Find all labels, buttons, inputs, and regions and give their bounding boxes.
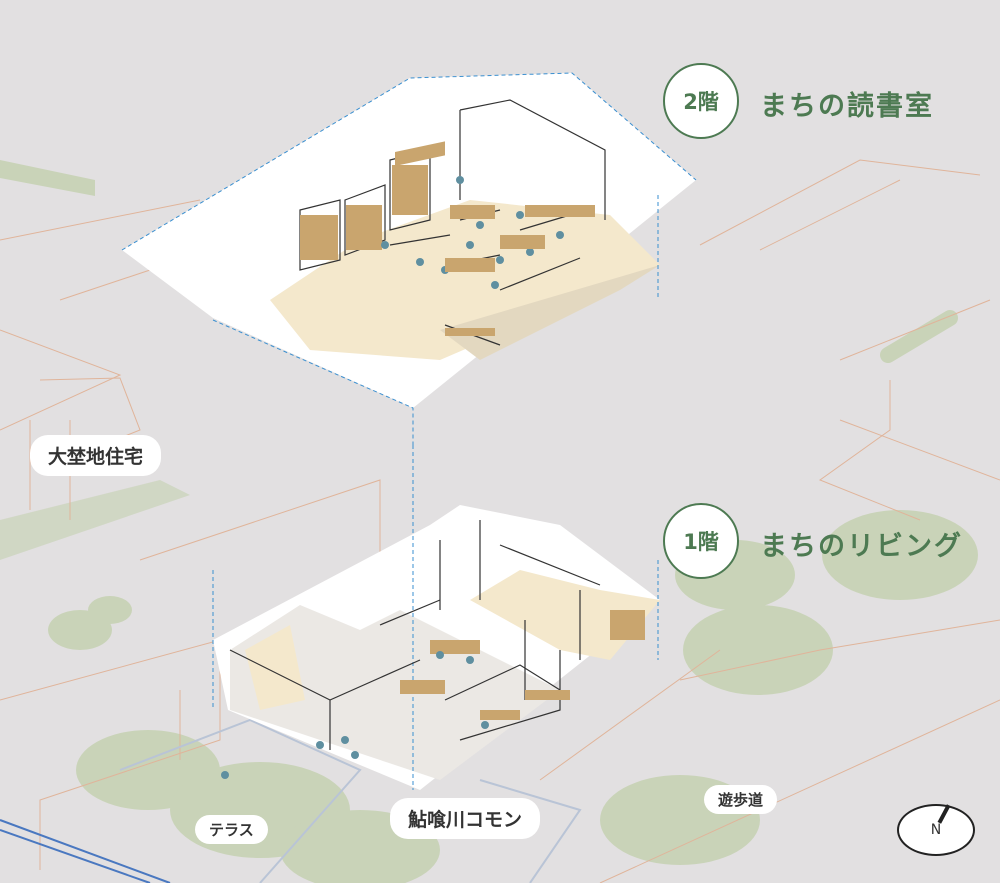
lawn-areas	[0, 160, 978, 883]
path-lines	[119, 718, 582, 883]
floor-1-title: まちのリビング	[760, 531, 963, 562]
residence-label: 大埜地住宅	[30, 435, 162, 476]
blue-path	[0, 819, 171, 883]
floor-2-badge: 2階	[663, 63, 739, 139]
compass-needle-icon	[937, 804, 951, 824]
floor-1-model	[212, 445, 660, 790]
commons-label: 鮎喰川コモン	[390, 798, 541, 839]
compass-label: N	[930, 822, 942, 838]
floor-1-badge: 1階	[663, 503, 739, 579]
floor-2-title: まちの読書室	[760, 91, 934, 122]
promenade-label: 遊歩道	[704, 785, 778, 814]
terrace-label: テラス	[195, 815, 268, 844]
north-compass: N	[897, 804, 975, 856]
floor-2-model	[121, 72, 697, 445]
site-lines	[0, 159, 1000, 883]
